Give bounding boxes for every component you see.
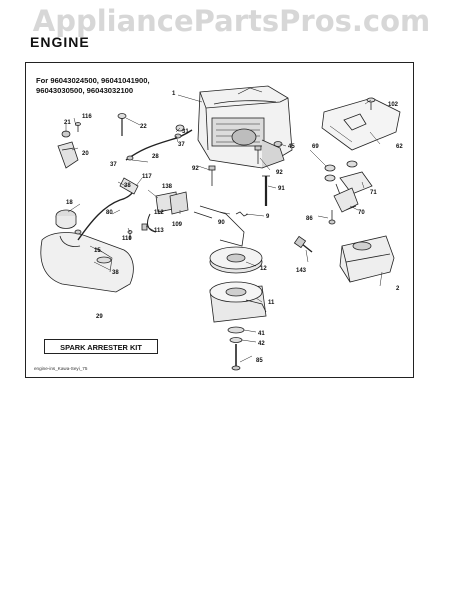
- engine-part-1[interactable]: [197, 85, 293, 169]
- callout-9[interactable]: 9: [266, 214, 270, 220]
- callout-41[interactable]: 41: [258, 331, 265, 337]
- diagram-frame: [25, 62, 414, 378]
- clamp-part-38-lower[interactable]: [74, 229, 82, 235]
- spring-part-9[interactable]: [235, 211, 249, 217]
- spark-arrester-kit-label: SPARK ARRESTER KIT: [44, 339, 158, 354]
- callout-113[interactable]: 113: [154, 228, 164, 234]
- callout-80[interactable]: 80: [106, 210, 113, 216]
- bracket-part-109[interactable]: [169, 191, 189, 215]
- callout-90[interactable]: 90: [218, 220, 225, 226]
- callout-117[interactable]: 117: [142, 174, 152, 180]
- callout-29[interactable]: 29: [96, 314, 103, 320]
- callout-102[interactable]: 102: [388, 102, 399, 108]
- fuel-filter-part-117[interactable]: [119, 177, 139, 195]
- drawing-code: engine-ins_Kawa-Seyi_75: [34, 366, 88, 371]
- spark-plug-part-143[interactable]: [293, 235, 313, 253]
- callout-22[interactable]: 22: [140, 124, 147, 130]
- callout-86[interactable]: 86: [306, 216, 313, 222]
- fuel-line-part-28[interactable]: [125, 129, 193, 161]
- bracket-part-70[interactable]: [333, 187, 359, 213]
- callout-31[interactable]: 31: [182, 129, 189, 135]
- callout-11[interactable]: 11: [268, 300, 275, 306]
- bolt-part-92-lower[interactable]: [254, 145, 262, 164]
- model-numbers-line-2: 96043030500, 96043032100: [36, 86, 134, 95]
- callout-85[interactable]: 85: [256, 358, 263, 364]
- pulley-part-12[interactable]: [209, 246, 263, 274]
- callout-18[interactable]: 18: [66, 200, 73, 206]
- callout-110[interactable]: 110: [122, 236, 132, 242]
- fuel-tank-part-15[interactable]: [40, 232, 134, 293]
- model-numbers-line-1: For 96043024500, 96041041900,: [36, 76, 150, 85]
- callout-37-upper[interactable]: 37: [178, 142, 185, 148]
- callout-143[interactable]: 143: [296, 268, 307, 274]
- section-title: ENGINE: [30, 34, 90, 50]
- dipstick-tube-part-91[interactable]: [262, 175, 270, 206]
- callout-69[interactable]: 69: [312, 144, 319, 150]
- bolt-part-45[interactable]: [273, 141, 283, 147]
- terminal-part-113[interactable]: [141, 223, 148, 231]
- clutch-part-11[interactable]: [209, 281, 267, 323]
- callout-28[interactable]: 28: [152, 154, 159, 160]
- callout-42[interactable]: 42: [258, 341, 265, 347]
- wire-part-112[interactable]: [147, 213, 157, 233]
- bracket-part-90[interactable]: [193, 205, 245, 247]
- callout-109[interactable]: 109: [172, 222, 183, 228]
- callout-92-upper[interactable]: 92: [192, 166, 199, 172]
- callout-71[interactable]: 71: [370, 190, 377, 196]
- callout-37-lower[interactable]: 37: [110, 162, 117, 168]
- gasket-part-69[interactable]: [324, 160, 358, 182]
- callout-70[interactable]: 70: [358, 210, 365, 216]
- callout-116[interactable]: 116: [82, 114, 92, 120]
- callout-45[interactable]: 45: [288, 144, 295, 150]
- callout-1[interactable]: 1: [172, 91, 176, 97]
- callout-38-upper[interactable]: 38: [124, 183, 131, 189]
- muffler-part-2[interactable]: [339, 235, 395, 283]
- callout-138[interactable]: 138: [162, 184, 173, 190]
- valve-part-22[interactable]: [117, 113, 127, 137]
- fuel-cap-part-18[interactable]: [55, 209, 77, 229]
- bolt-part-92-upper[interactable]: [208, 165, 216, 186]
- callout-12[interactable]: 12: [260, 266, 267, 272]
- callout-38-lower[interactable]: 38: [112, 270, 119, 276]
- callout-91[interactable]: 91: [278, 186, 285, 192]
- callout-62[interactable]: 62: [396, 144, 403, 150]
- callout-2[interactable]: 2: [396, 286, 400, 292]
- callout-112[interactable]: 112: [154, 210, 164, 216]
- clamp-part-37-lower[interactable]: [126, 155, 134, 161]
- watermark-logo: AppliancePartsPros.com: [32, 4, 431, 38]
- bolt-part-86[interactable]: [328, 210, 336, 225]
- throttle-bracket-part-20[interactable]: [57, 141, 79, 169]
- callout-15[interactable]: 15: [94, 248, 101, 254]
- callout-20[interactable]: 20: [82, 151, 89, 157]
- callout-21[interactable]: 21: [64, 120, 71, 126]
- model-numbers: For 96043024500, 96041041900, 9604303050…: [36, 76, 150, 96]
- callout-92-lower[interactable]: 92: [276, 170, 283, 176]
- bolt-part-85[interactable]: [231, 344, 241, 371]
